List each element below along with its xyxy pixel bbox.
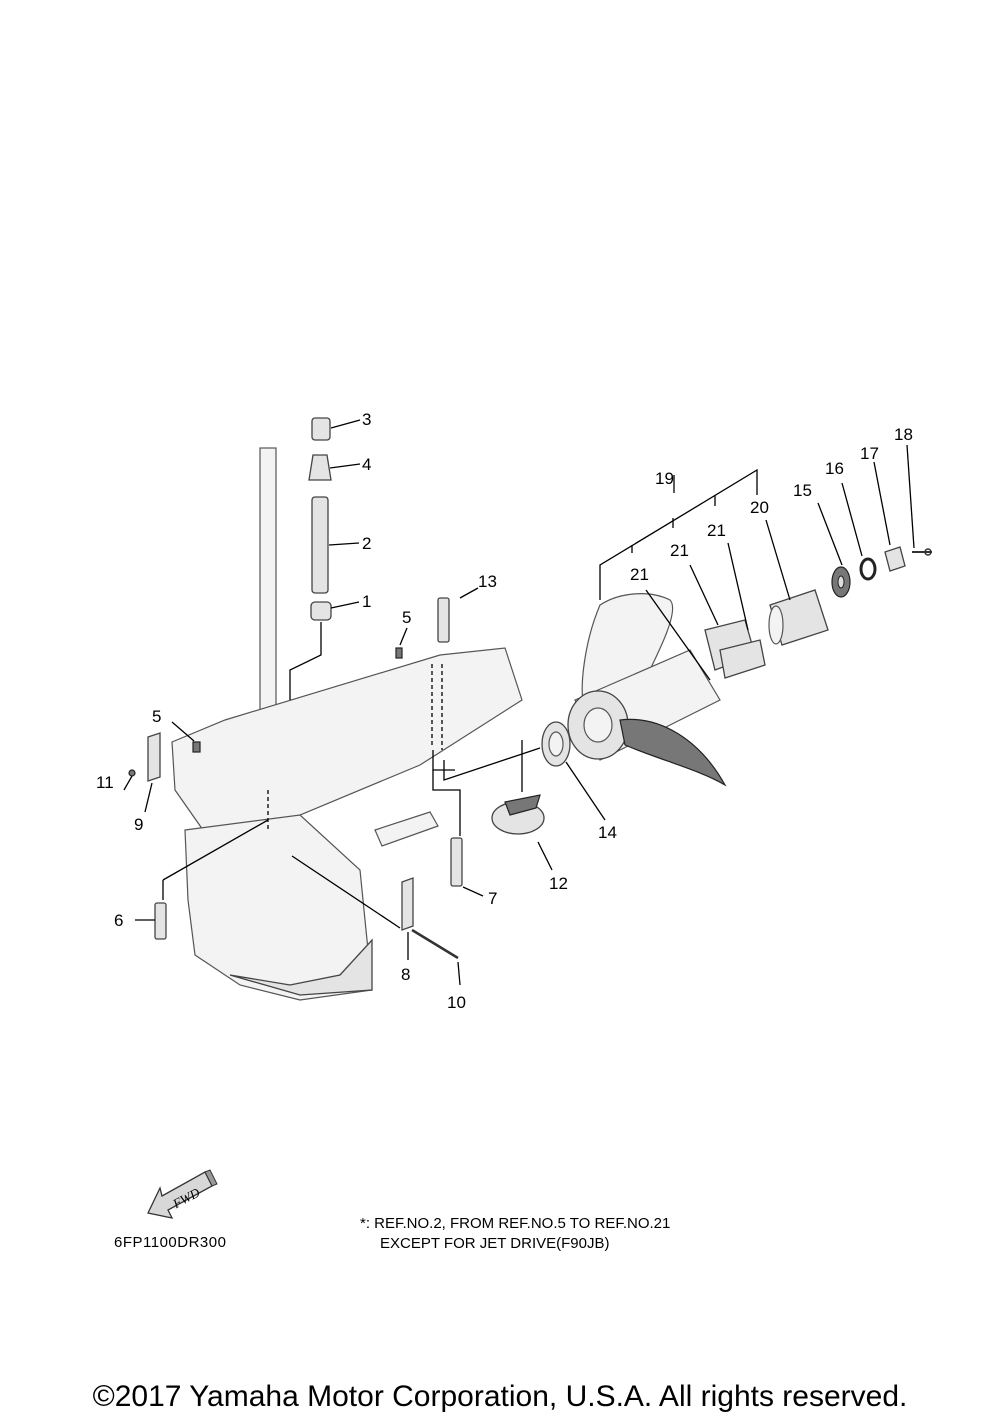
leader-lines <box>123 419 915 986</box>
callout-17: 17 <box>860 444 879 463</box>
part-3-cap <box>311 417 331 441</box>
part-19-propeller <box>567 593 727 787</box>
part-15-washer <box>831 566 851 598</box>
part-7-bolt <box>450 837 463 887</box>
callout-labels: 3 4 2 1 13 5 5 11 9 6 7 8 10 12 14 19 20… <box>96 410 913 1012</box>
part-5-pin-left <box>192 741 201 753</box>
callout-4: 4 <box>362 455 371 474</box>
part-4-grommet <box>308 454 332 481</box>
fwd-arrow-icon: FWD <box>147 1169 218 1219</box>
part-14-thrust-washer <box>541 721 571 767</box>
callout-1: 1 <box>362 592 371 611</box>
part-16-washer <box>859 557 877 581</box>
lower-case-housing <box>171 447 523 1001</box>
callout-20: 20 <box>750 498 769 517</box>
part-5-pin-upper <box>395 647 403 659</box>
diagram-code: 6FP1100DR300 <box>114 1234 227 1251</box>
note-line-1: *: REF.NO.2, FROM REF.NO.5 TO REF.NO.21 <box>360 1215 671 1232</box>
callout-5: 5 <box>152 707 161 726</box>
callout-5: 5 <box>402 608 411 627</box>
part-10-bolt <box>411 928 459 960</box>
part-21-bushing-set <box>704 619 766 679</box>
callout-7: 7 <box>488 889 497 908</box>
callout-21: 21 <box>707 521 726 540</box>
applicability-note: *: REF.NO.2, FROM REF.NO.5 TO REF.NO.21 … <box>360 1214 670 1254</box>
part-17-nut <box>884 546 906 572</box>
callout-13: 13 <box>478 572 497 591</box>
callout-16: 16 <box>825 459 844 478</box>
callout-21: 21 <box>630 565 649 584</box>
part-9-anode <box>147 732 161 782</box>
callout-18: 18 <box>894 425 913 444</box>
callout-19: 19 <box>655 469 674 488</box>
callout-15: 15 <box>793 481 812 500</box>
part-13-bolt <box>437 597 450 643</box>
callout-12: 12 <box>549 874 568 893</box>
part-20-spacer <box>768 589 829 646</box>
part-2-tube <box>311 496 329 594</box>
copyright-footer: ©2017 Yamaha Motor Corporation, U.S.A. A… <box>92 1380 908 1413</box>
callout-21: 21 <box>670 541 689 560</box>
part-1-seal <box>310 601 332 621</box>
note-line-2: EXCEPT FOR JET DRIVE(F90JB) <box>380 1235 610 1252</box>
callout-3: 3 <box>362 410 371 429</box>
callout-9: 9 <box>134 815 143 834</box>
callout-10: 10 <box>447 993 466 1012</box>
callout-14: 14 <box>598 823 617 842</box>
callout-11: 11 <box>96 773 114 792</box>
part-12-trim-tab <box>491 794 545 835</box>
part-18-cotter-pin <box>912 548 932 556</box>
callout-8: 8 <box>401 965 410 984</box>
part-6-bolt <box>154 902 167 940</box>
callout-6: 6 <box>114 911 123 930</box>
part-11-screw <box>128 769 136 777</box>
part-8-anode <box>401 877 414 931</box>
callout-2: 2 <box>362 534 371 553</box>
